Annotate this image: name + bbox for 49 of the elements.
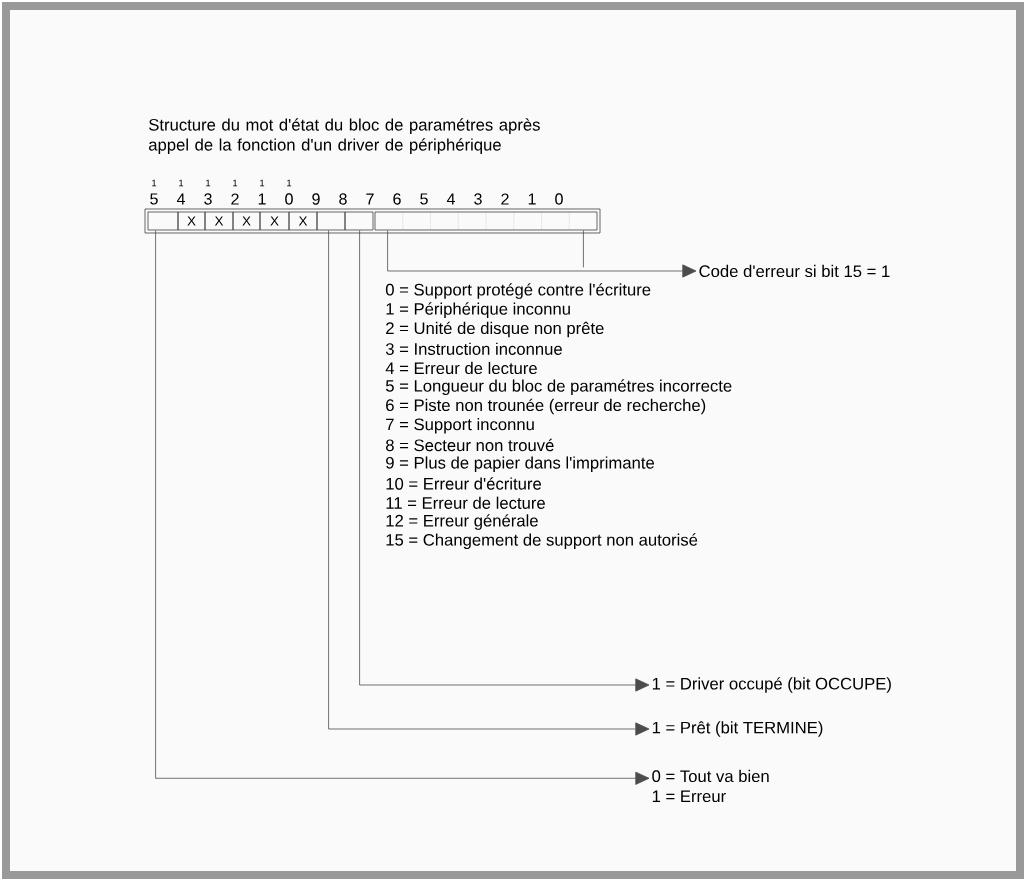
error-code-item: 10 = Erreur d'écriture	[386, 477, 541, 490]
bit-number: 5	[420, 193, 428, 205]
bit-number: 1	[179, 179, 184, 187]
bit-number: 9	[312, 193, 320, 205]
result-text: 0 = Tout va bien 1 = Erreur	[652, 769, 769, 803]
error-code-item: 11 = Erreur de lecture	[386, 496, 545, 509]
bit-number: 3	[204, 193, 212, 205]
arrow	[387, 230, 697, 278]
register-cell: X	[232, 211, 261, 231]
bit-number: 1	[233, 179, 238, 187]
error-code-item: 2 = Unité de disque non prête	[386, 321, 604, 338]
error-code-item: 1 = Périphérique inconnu	[386, 302, 570, 319]
register-cell	[147, 211, 179, 231]
error-code-item: 15 = Changement de support non autorisé	[386, 533, 698, 550]
bit-number: 5	[150, 193, 158, 205]
bit-number: 1	[258, 193, 266, 205]
error-code-item: 7 = Support inconnu	[386, 418, 534, 434]
register-cell	[316, 211, 346, 231]
error-code-item: 3 = Instruction inconnue	[385, 342, 562, 355]
arrow	[328, 230, 650, 736]
bit-number: 1	[287, 179, 292, 187]
bit-number: 7	[366, 193, 374, 205]
bit-number: 1	[152, 179, 157, 187]
register-cell: X	[177, 211, 206, 231]
error-code-item: 4 = Erreur de lecture	[385, 361, 537, 375]
bit-number: 1	[260, 179, 265, 187]
result-text: 1 = Driver occupé (bit OCCUPE)	[652, 677, 891, 693]
error-code-field	[374, 211, 598, 231]
register-cell	[344, 211, 374, 231]
register-cell: X	[204, 211, 234, 231]
arrow	[155, 230, 650, 785]
error-code-item: 6 = Piste non trounée (erreur de recherche)	[386, 398, 706, 415]
error-code-item: 8 = Secteur non trouvé	[386, 438, 554, 452]
bit-number: 2	[231, 193, 239, 205]
register-cell: X	[259, 211, 290, 231]
register-cell: X	[288, 211, 318, 231]
result-text: 1 = Prêt (bit TERMINE)	[652, 721, 823, 737]
title: Structure du mot d'état du bloc de paramétres après appel de la fonction d'un driver de périphérique	[149, 118, 540, 154]
bit-number: 6	[393, 193, 401, 205]
error-code-item: 12 = Erreur générale	[386, 514, 538, 530]
error-code-item: 0 = Support protégé contre l'écriture	[385, 283, 651, 299]
error-code-item: 5 = Longueur du bloc de paramétres incorrecte	[385, 379, 732, 396]
bit-number: 4	[176, 193, 185, 205]
bit-number: 1	[206, 179, 211, 187]
arrow	[359, 230, 650, 692]
bit-number: 8	[339, 193, 347, 205]
error-code-item: 9 = Plus de papier dans l'imprimante	[386, 456, 654, 472]
bit-number: 0	[285, 193, 293, 205]
result-text: Code d'erreur si bit 15 = 1	[699, 264, 890, 278]
